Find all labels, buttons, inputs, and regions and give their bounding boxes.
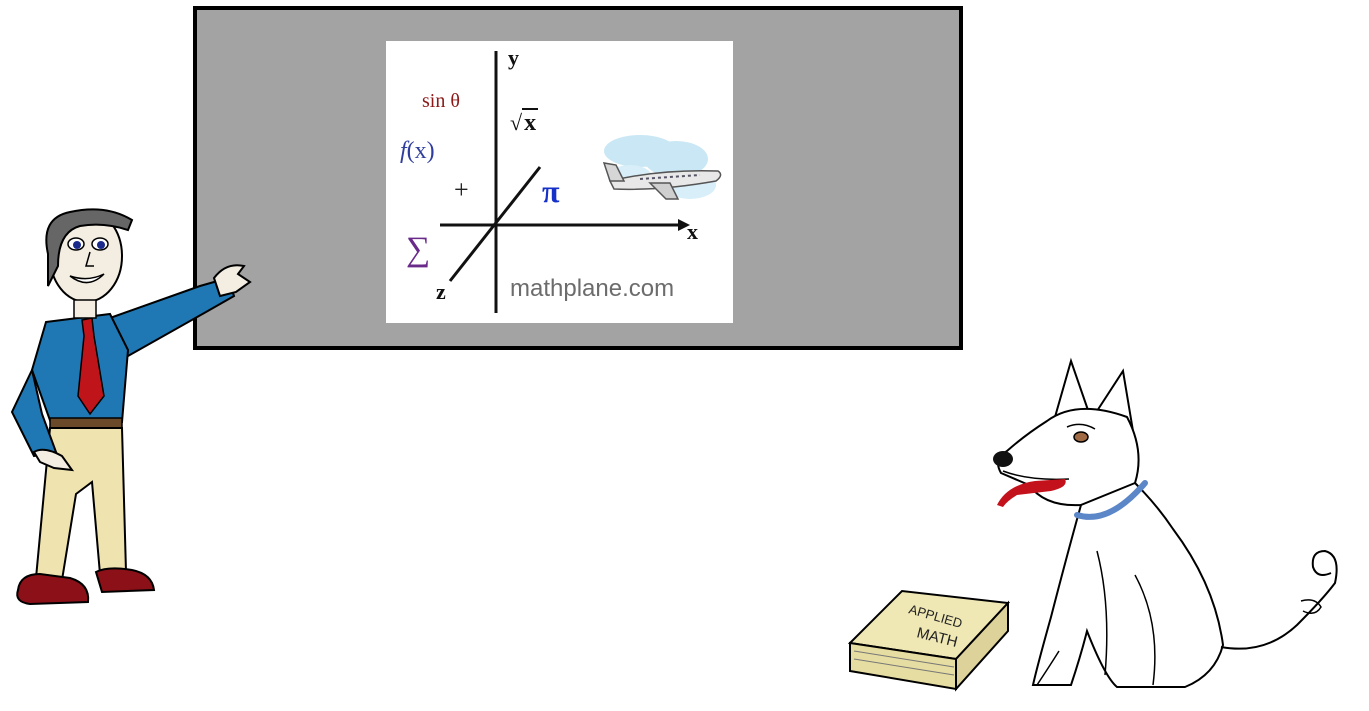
sigma-symbol: ∑ — [406, 231, 431, 268]
website-label: mathplane.com — [510, 275, 675, 302]
function-arg: (x) — [406, 138, 435, 164]
y-axis-label: y — [508, 45, 519, 70]
airplane-icon — [602, 135, 722, 200]
mathplane-logo: y x z sin θ f(x) + ∑ √x π mathplane.com — [386, 41, 733, 323]
coordinate-axes — [440, 51, 690, 313]
teacher-figure — [10, 208, 252, 606]
function-label: f(x) — [400, 139, 435, 163]
sine-theta-label: sin θ — [422, 90, 460, 112]
square-root-label: √x — [510, 108, 539, 136]
radicand: x — [522, 108, 539, 136]
pi-symbol: π — [542, 173, 560, 209]
radical-sign: √ — [510, 110, 523, 135]
book-icon: APPLIED MATH — [847, 589, 1011, 692]
plus-symbol: + — [454, 175, 469, 204]
dog-figure — [993, 357, 1338, 688]
function-f: f — [400, 138, 407, 164]
x-axis-label: x — [687, 219, 698, 244]
z-axis-label: z — [436, 279, 446, 304]
